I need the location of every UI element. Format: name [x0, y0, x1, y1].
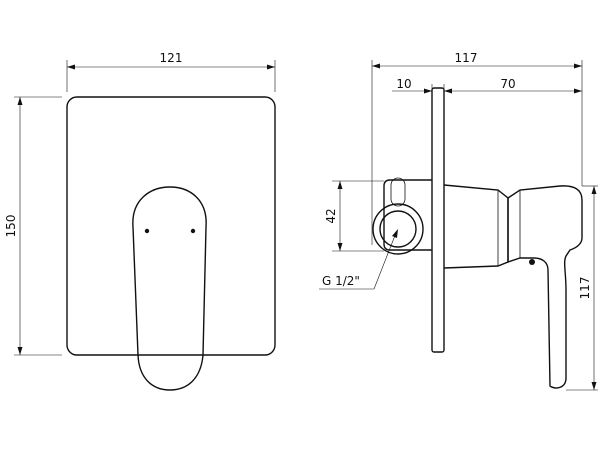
dim-handle-projection-label: 70 — [500, 77, 515, 91]
dim-plate-and-projection: 10 70 — [392, 77, 582, 94]
side-handle-screw — [529, 259, 535, 265]
dim-front-height-label: 150 — [4, 215, 18, 238]
inlet-inner — [379, 210, 417, 248]
side-plate — [431, 87, 445, 353]
dim-handle-height: 117 — [566, 185, 598, 391]
side-handle — [507, 185, 583, 389]
front-handle-screw-left — [144, 228, 150, 234]
dim-front-width-label: 121 — [160, 51, 183, 65]
dim-inlet-height: 42 — [324, 180, 384, 252]
front-handle — [132, 186, 207, 391]
cover-plate — [66, 96, 276, 356]
in-wall-body — [383, 179, 432, 251]
dim-side-depth-label: 117 — [455, 51, 478, 65]
dim-plate-thickness-label: 10 — [396, 77, 411, 91]
dim-front-width: 121 — [66, 51, 276, 92]
thread-spec-label: G 1/2" — [322, 274, 360, 288]
side-view: 117 10 70 42 — [319, 51, 598, 391]
dim-side-depth: 117 — [371, 51, 583, 245]
inlet-outer — [372, 203, 424, 255]
front-handle-screw-right — [190, 228, 196, 234]
dim-handle-height-label: 117 — [578, 277, 592, 300]
body-slot — [390, 177, 406, 207]
front-view: 121 150 — [4, 51, 276, 391]
dim-front-height: 150 — [4, 96, 62, 356]
thread-callout: G 1/2" — [319, 229, 398, 290]
dim-inlet-height-label: 42 — [324, 208, 338, 223]
